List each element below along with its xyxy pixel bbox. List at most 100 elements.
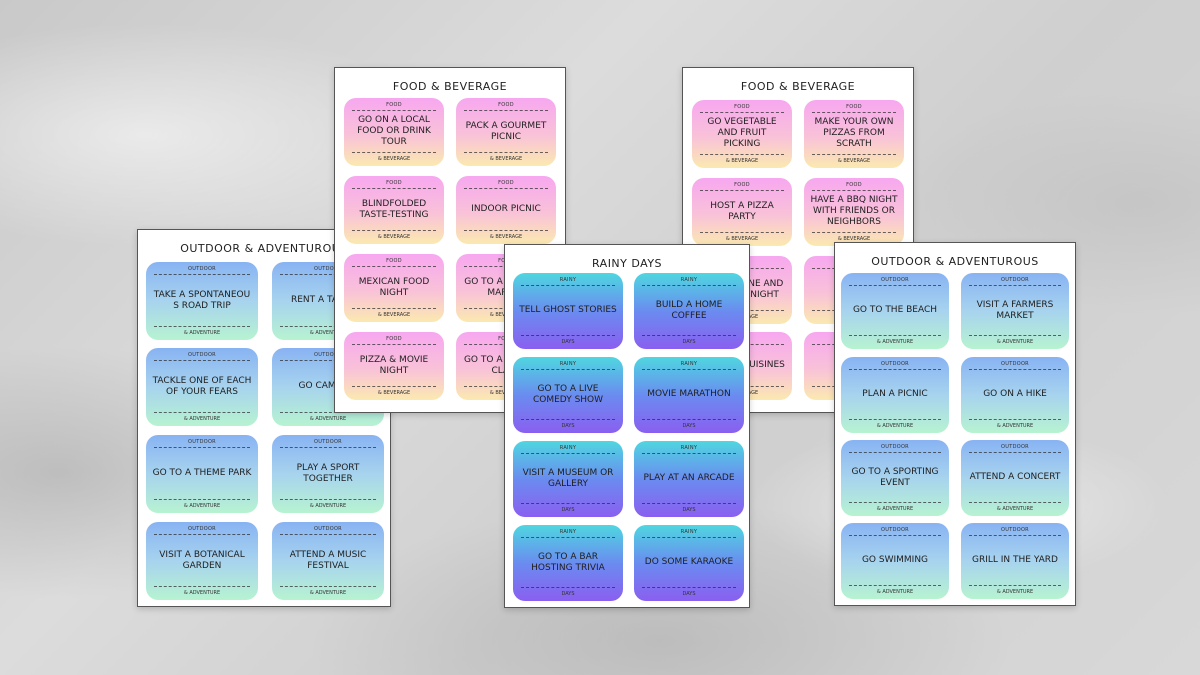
card-text: VISIT A BOTANICAL GARDEN: [159, 549, 245, 571]
card-subcategory: DAYS: [561, 507, 575, 513]
sheet-title: RAINY DAYS: [591, 257, 663, 270]
card-text: DO SOME KARAOKE: [644, 557, 734, 567]
activity-card: RAINY VISIT A MUSEUM OR GALLERY DAYS: [513, 441, 623, 517]
card-category: OUTDOOR: [881, 361, 909, 367]
card-subcategory: & BEVERAGE: [837, 158, 871, 164]
activity-card: RAINY GO TO A LIVE COMEDY SHOW DAYS: [513, 357, 623, 433]
card-category: RAINY: [559, 529, 577, 535]
card-subcategory: DAYS: [682, 507, 696, 513]
activity-card: RAINY DO SOME KARAOKE DAYS: [634, 525, 744, 601]
activity-card: FOOD BLINDFOLDED TASTE-TESTING & BEVERAG…: [344, 176, 444, 244]
card-category: OUTDOOR: [314, 439, 342, 445]
activity-card: FOOD INDOOR PICNIC & BEVERAGE: [456, 176, 556, 244]
card-text: TELL GHOST STORIES: [519, 305, 617, 315]
card-text: GO VEGETABLE AND FRUIT PICKING: [707, 117, 777, 149]
card-category: FOOD: [734, 182, 750, 188]
sheet-title: OUTDOOR & ADVENTUROUS: [180, 242, 348, 255]
activity-card: FOOD MAKE YOUR OWN PIZZAS FROM SCRATH & …: [804, 100, 904, 168]
card-text: ATTEND A CONCERT: [969, 472, 1061, 482]
card-subcategory: & BEVERAGE: [489, 156, 523, 162]
card-category: OUTDOOR: [314, 266, 342, 272]
card-text: BLINDFOLDED TASTE-TESTING: [359, 198, 429, 220]
activity-card: RAINY TELL GHOST STORIES DAYS: [513, 273, 623, 349]
card-text: PLAY AT AN ARCADE: [643, 473, 735, 483]
card-subcategory: DAYS: [682, 423, 696, 429]
card-text: GRILL IN THE YARD: [972, 555, 1058, 565]
card-subcategory: & BEVERAGE: [377, 234, 411, 240]
activity-card: OUTDOOR PLAN A PICNIC & ADVENTURE: [841, 357, 949, 433]
card-subcategory: & BEVERAGE: [837, 236, 871, 242]
card-subcategory: & ADVENTURE: [876, 589, 914, 595]
sheet-title: OUTDOOR & ADVENTUROUS: [871, 255, 1039, 268]
card-subcategory: & ADVENTURE: [309, 503, 347, 509]
card-category: RAINY: [559, 277, 577, 283]
card-text: RENT A TANDEM: [290, 295, 366, 305]
activity-card: OUTDOOR GRILL IN THE YARD & ADVENTURE: [961, 523, 1069, 599]
card-category: FOOD: [846, 182, 862, 188]
card-text: GO ON A LOCAL FOOD OR DRINK TOUR: [357, 115, 431, 147]
card-category: OUTDOOR: [881, 444, 909, 450]
card-text: TAKE A SPONTANEOU S ROAD TRIP: [153, 289, 251, 311]
card-category: OUTDOOR: [1001, 527, 1029, 533]
card-subcategory: & ADVENTURE: [996, 339, 1034, 345]
card-category: FOOD: [386, 336, 402, 342]
activity-card: OUTDOOR GO SWIMMING & ADVENTURE: [841, 523, 949, 599]
card-category: RAINY: [559, 361, 577, 367]
card-category: FOOD: [386, 102, 402, 108]
card-category: OUTDOOR: [188, 352, 216, 358]
card-subcategory: & ADVENTURE: [876, 506, 914, 512]
sheet-rainy: RAINY DAYS RAINY TELL GHOST STORIES DAYS…: [504, 244, 750, 608]
card-category: RAINY: [680, 277, 698, 283]
card-text: INDOOR PICNIC: [471, 204, 541, 214]
card-category: OUTDOOR: [1001, 361, 1029, 367]
activity-card: FOOD GO ON A LOCAL FOOD OR DRINK TOUR & …: [344, 98, 444, 166]
card-subcategory: & ADVENTURE: [183, 503, 221, 509]
card-subcategory: DAYS: [561, 339, 575, 345]
card-text: ATTEND A MUSIC FESTIVAL: [289, 549, 367, 571]
card-subcategory: & ADVENTURE: [183, 416, 221, 422]
activity-card: OUTDOOR VISIT A BOTANICAL GARDEN & ADVEN…: [146, 522, 258, 600]
card-text: TACKLE ONE OF EACH OF YOUR FEARS: [152, 375, 252, 397]
card-category: OUTDOOR: [188, 526, 216, 532]
activity-card: RAINY MOVIE MARATHON DAYS: [634, 357, 744, 433]
card-text: VISIT A MUSEUM OR GALLERY: [522, 467, 614, 489]
card-text: MEXICAN FOOD NIGHT: [358, 276, 430, 298]
card-category: OUTDOOR: [881, 277, 909, 283]
card-text: GO TO A BAR HOSTING TRIVIA: [531, 551, 605, 573]
card-subcategory: & ADVENTURE: [996, 423, 1034, 429]
activity-card: OUTDOOR ATTEND A MUSIC FESTIVAL & ADVENT…: [272, 522, 384, 600]
card-subcategory: & ADVENTURE: [876, 339, 914, 345]
card-subcategory: & ADVENTURE: [183, 330, 221, 336]
card-text: MAKE YOUR OWN PIZZAS FROM SCRATH: [814, 117, 894, 149]
activity-card: OUTDOOR GO TO A SPORTING EVENT & ADVENTU…: [841, 440, 949, 516]
sheet-title: FOOD & BEVERAGE: [740, 80, 856, 93]
card-text: GO TO A LIVE COMEDY SHOW: [532, 383, 604, 405]
card-subcategory: & ADVENTURE: [996, 506, 1034, 512]
card-text: GO TO THE BEACH: [852, 305, 938, 315]
card-category: RAINY: [559, 445, 577, 451]
activity-card: OUTDOOR VISIT A FARMERS MARKET & ADVENTU…: [961, 273, 1069, 349]
activity-card: OUTDOOR PLAY A SPORT TOGETHER & ADVENTUR…: [272, 435, 384, 513]
card-text: BUILD A HOME COFFEE: [655, 299, 723, 321]
card-text: PIZZA & MOVIE NIGHT: [359, 354, 429, 376]
card-category: FOOD: [386, 258, 402, 264]
card-category: OUTDOOR: [1001, 277, 1029, 283]
card-subcategory: DAYS: [561, 591, 575, 597]
card-text: VISIT A FARMERS MARKET: [976, 299, 1054, 321]
activity-card: FOOD PACK A GOURMET PICNIC & BEVERAGE: [456, 98, 556, 166]
card-category: OUTDOOR: [1001, 444, 1029, 450]
card-text: GO TO A THEME PARK: [152, 468, 252, 478]
card-subcategory: & BEVERAGE: [377, 156, 411, 162]
card-category: OUTDOOR: [881, 527, 909, 533]
card-category: RAINY: [680, 445, 698, 451]
card-subcategory: & BEVERAGE: [489, 234, 523, 240]
card-subcategory: DAYS: [561, 423, 575, 429]
card-category: FOOD: [386, 180, 402, 186]
card-category: OUTDOOR: [188, 439, 216, 445]
card-text: GO ON A HIKE: [983, 389, 1047, 399]
card-text: PLAN A PICNIC: [862, 389, 928, 399]
activity-card: FOOD HAVE A BBQ NIGHT WITH FRIENDS OR NE…: [804, 178, 904, 246]
card-category: FOOD: [734, 104, 750, 110]
activity-card: OUTDOOR GO TO THE BEACH & ADVENTURE: [841, 273, 949, 349]
card-category: OUTDOOR: [188, 266, 216, 272]
